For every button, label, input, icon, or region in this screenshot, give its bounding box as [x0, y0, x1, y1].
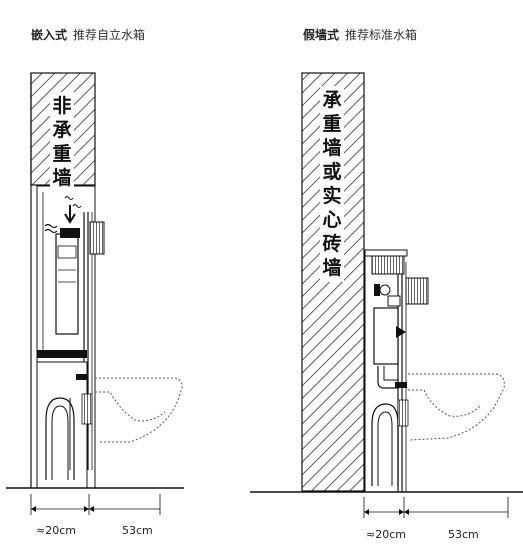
right-toilet-bowl — [408, 373, 505, 441]
right-diagram — [250, 72, 523, 518]
left-toilet-bowl — [95, 377, 183, 443]
right-cistern-top — [371, 255, 405, 275]
right-subtitle: 推荐标准水箱 — [345, 28, 418, 42]
left-diagram — [6, 72, 184, 515]
right-wall-label: 承 重 墙 或 实 心 砖 墙 — [320, 86, 344, 282]
left-header: 嵌入式推荐自立水箱 — [31, 26, 145, 43]
left-drain-pipe — [45, 397, 75, 480]
right-title: 假墙式 — [303, 28, 340, 42]
right-drain-pipe — [371, 403, 399, 486]
right-dim-toilet: 53cm — [448, 528, 479, 541]
left-subtitle: 推荐自立水箱 — [73, 28, 146, 42]
left-dim-gap: ≈20cm — [36, 524, 76, 537]
left-dim-toilet: 53cm — [122, 524, 153, 537]
right-flush-plate — [405, 277, 429, 305]
right-cistern — [373, 307, 399, 365]
left-wall-label: 非 承 重 墙 — [50, 92, 74, 192]
left-title: 嵌入式 — [31, 28, 68, 42]
right-header: 假墙式推荐标准水箱 — [303, 26, 417, 43]
left-flush-plate — [89, 221, 105, 255]
right-dim-gap: ≈20cm — [366, 528, 406, 541]
left-cistern — [55, 233, 79, 335]
